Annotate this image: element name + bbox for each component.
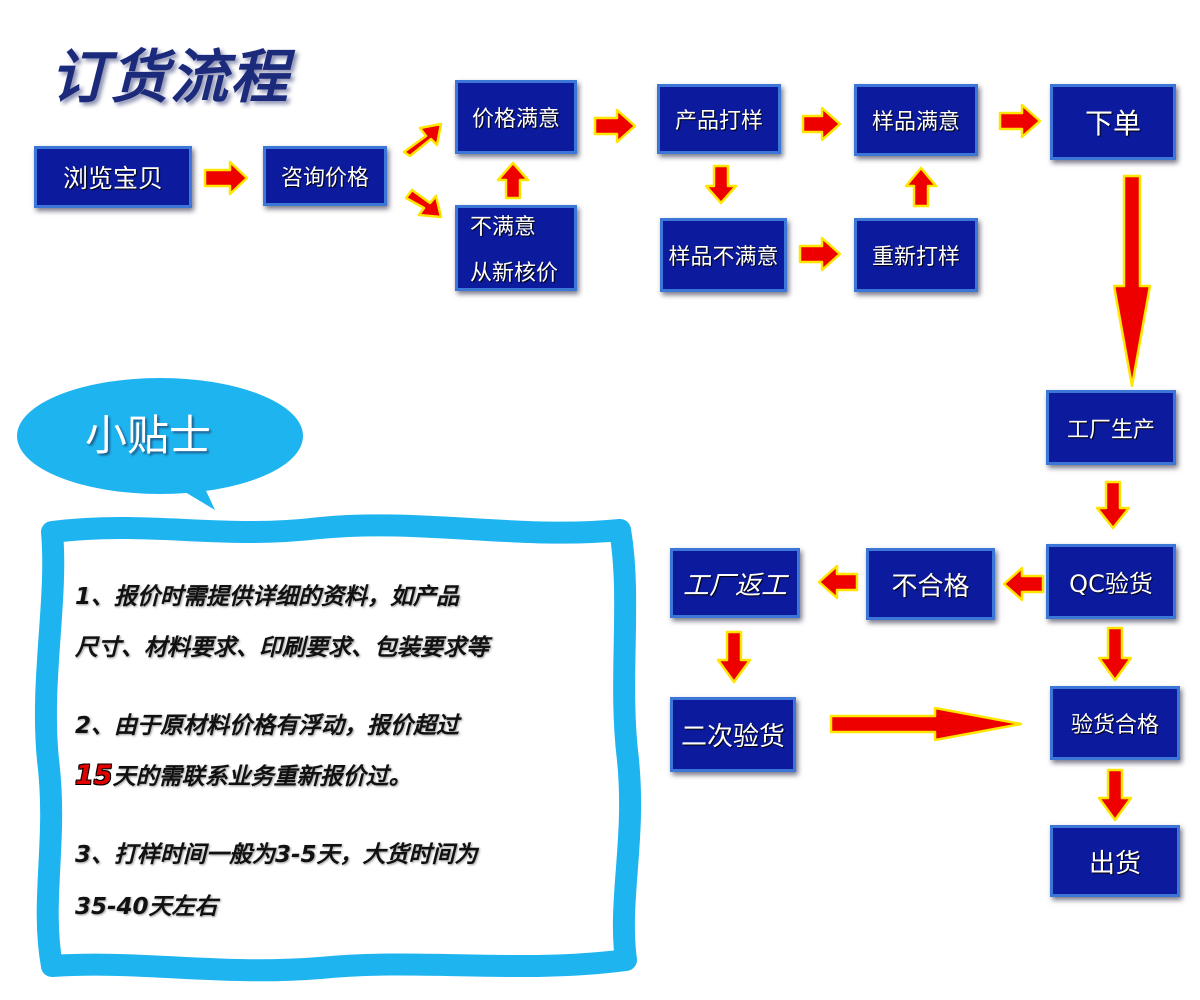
tips-heading: 小贴士 <box>85 411 212 460</box>
node-label: 出货 <box>1088 848 1141 879</box>
node-resample: 重新打样 <box>854 218 978 292</box>
arrow-right <box>998 103 1042 139</box>
arrow-down-long <box>1112 174 1152 388</box>
arrow-down <box>1095 480 1131 530</box>
node-order: 下单 <box>1050 84 1176 160</box>
arrow-left <box>1002 566 1045 602</box>
tip-3-line-2: 35-40天左右 <box>75 894 218 920</box>
node-sample-bad: 样品不满意 <box>660 218 787 292</box>
node-rework: 工厂返工 <box>670 548 800 618</box>
node-sample: 产品打样 <box>657 84 781 154</box>
arrow-right <box>801 106 842 142</box>
tip-2-line-2-text: 天的需联系业务重新报价过。 <box>112 764 412 790</box>
node-label: 下单 <box>1084 107 1141 140</box>
node-label: 样品满意 <box>871 110 960 135</box>
arrow-down <box>704 164 738 205</box>
node-label: 产品打样 <box>674 109 763 134</box>
node-pass: 验货合格 <box>1050 686 1180 760</box>
node-sample-ok: 样品满意 <box>854 84 978 156</box>
node-label: 不满意 <box>470 215 537 240</box>
node-fail: 不合格 <box>866 548 995 620</box>
node-label: 工厂生产 <box>1066 417 1155 443</box>
arrow-right-long <box>829 706 1023 742</box>
tip-1-line-1: 1、报价时需提供详细的资料，如产品 <box>75 584 460 610</box>
arrow-down <box>1097 626 1133 682</box>
arrow-left <box>817 564 859 600</box>
arrow-up-right <box>402 122 443 158</box>
arrow-right <box>798 236 842 272</box>
node-label: 工厂返工 <box>682 570 787 601</box>
node-second-check: 二次验货 <box>670 697 796 772</box>
node-ship: 出货 <box>1050 825 1180 897</box>
arrow-up <box>496 161 530 200</box>
arrow-down <box>716 630 752 684</box>
node-label: 验货合格 <box>1070 713 1159 738</box>
node-label: 价格满意 <box>471 107 560 132</box>
node-qc: QC验货 <box>1046 544 1176 619</box>
tip-2-line-1: 2、由于原材料价格有浮动，报价超过 <box>75 713 460 739</box>
tips-frame <box>34 514 642 982</box>
node-label: 从新核价 <box>470 261 559 286</box>
arrow-down <box>1097 768 1133 822</box>
node-label: 咨询价格 <box>280 166 369 191</box>
node-label: 不合格 <box>891 571 970 602</box>
node-unhappy-reprice: 不满意 从新核价 <box>455 205 577 291</box>
node-produce: 工厂生产 <box>1046 390 1176 465</box>
tip-2-days-highlight: 15 <box>75 760 113 791</box>
arrow-down-right <box>404 188 443 219</box>
node-consult: 咨询价格 <box>263 146 387 206</box>
node-label: 样品不满意 <box>668 245 779 270</box>
tip-3-line-1: 3、打样时间一般为3-5天，大货时间为 <box>75 842 478 868</box>
arrow-up <box>904 166 938 208</box>
node-label: 浏览宝贝 <box>62 164 163 193</box>
tip-2-line-2: 15天的需联系业务重新报价过。 <box>75 761 412 792</box>
arrow-right <box>203 160 249 196</box>
node-price-ok: 价格满意 <box>455 80 577 154</box>
tip-1-line-2: 尺寸、材料要求、印刷要求、包装要求等 <box>75 635 489 661</box>
speech-bubble-shape <box>17 378 303 510</box>
arrow-right <box>593 108 637 144</box>
node-label: QC验货 <box>1069 570 1153 598</box>
node-browse: 浏览宝贝 <box>34 146 192 208</box>
node-label: 重新打样 <box>871 245 960 270</box>
page-title: 订货流程 <box>50 43 291 111</box>
node-label: 二次验货 <box>680 722 785 752</box>
